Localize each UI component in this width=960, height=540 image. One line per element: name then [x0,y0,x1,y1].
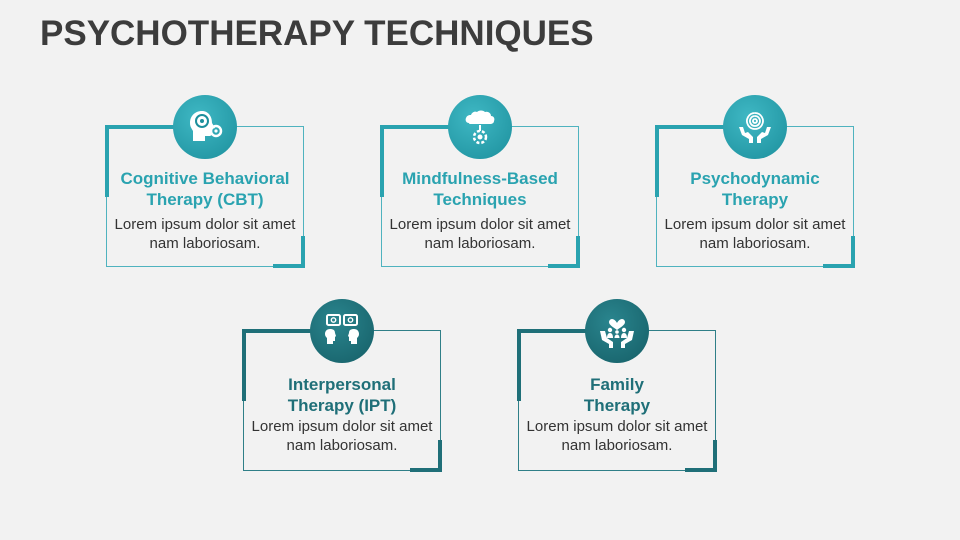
card-accent-top-left [242,329,314,401]
card-accent-bottom-right [823,236,855,268]
card-title: Interpersonal Therapy (IPT) [287,375,397,415]
head-gears-icon [173,95,237,159]
card-accent-top-left [105,125,177,197]
card-accent-bottom-right [548,236,580,268]
card-ipt: Interpersonal Therapy (IPT) Lorem ipsum … [242,299,442,472]
card-accent-bottom-right [410,440,442,472]
card-accent-top-left [655,125,727,197]
card-accent-bottom-right [685,440,717,472]
card-title: Family Therapy [583,375,651,415]
card-title: Psychodynamic Therapy [690,169,820,209]
card-body: Lorem ipsum dolor sit amet nam laboriosa… [664,216,846,252]
family-hands-icon [585,299,649,363]
card-cbt: Cognitive Behavioral Therapy (CBT) Lorem… [105,95,305,268]
card-title: Cognitive Behavioral Therapy (CBT) [120,169,290,209]
people-dialog-icon [310,299,374,363]
brain-gears-icon [448,95,512,159]
card-accent-top-left [517,329,589,401]
card-family: Family Therapy Lorem ipsum dolor sit ame… [517,299,717,472]
card-body: Lorem ipsum dolor sit amet nam laboriosa… [251,418,433,454]
card-body: Lorem ipsum dolor sit amet nam laboriosa… [114,216,296,252]
card-accent-top-left [380,125,452,197]
card-body: Lorem ipsum dolor sit amet nam laboriosa… [389,216,571,252]
hands-spiral-icon [723,95,787,159]
page-title: PSYCHOTHERAPY TECHNIQUES [40,14,594,53]
card-title: Mindfulness-Based Techniques [402,169,558,209]
card-accent-bottom-right [273,236,305,268]
card-psychodynamic: Psychodynamic Therapy Lorem ipsum dolor … [655,95,855,268]
card-body: Lorem ipsum dolor sit amet nam laboriosa… [526,418,708,454]
card-mindfulness: Mindfulness-Based Techniques Lorem ipsum… [380,95,580,268]
